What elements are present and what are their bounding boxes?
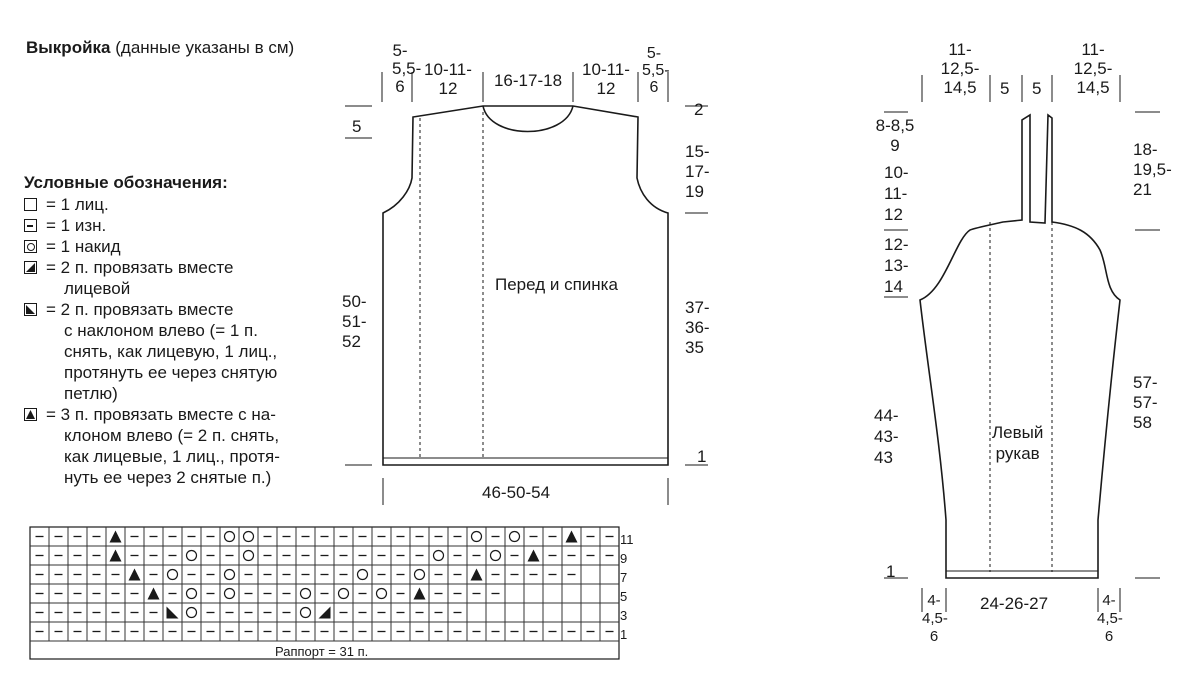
neckline	[482, 105, 574, 133]
body-top-seg-1: 5-5,5-6	[392, 41, 422, 96]
chart-repeat-label: Раппорт = 31 п.	[275, 644, 369, 659]
yarn-over-stitch	[375, 587, 388, 600]
yarn-over-stitch	[223, 530, 236, 543]
yarn-over-stitch	[223, 568, 236, 581]
purl-dash-icon	[24, 219, 37, 232]
legend-item-text: клоном влево (= 2 п. снять,	[64, 426, 280, 445]
stitch-chart	[29, 526, 620, 660]
body-armhole-height: 15-17-19	[685, 142, 710, 201]
legend-item: = 1 лиц.	[24, 194, 280, 215]
yarn-over-stitch	[470, 530, 483, 543]
sleeve-top-seg-4: 11-12,5-14,5	[1073, 40, 1113, 97]
sleeve-top-seg-3: 5	[1032, 79, 1042, 98]
legend-item-text: петлю)	[64, 384, 118, 403]
body-top-mark: 2	[694, 100, 704, 119]
knit-square-icon	[24, 198, 37, 211]
sleeve-left-d: 44-43-43	[874, 406, 899, 467]
sleeve-bottom-right: 4-4,5-6	[1097, 592, 1123, 645]
legend-item: = 1 накид	[24, 236, 280, 257]
sk2p-stitch	[128, 568, 141, 581]
legend-item-text: как лицевые, 1 лиц., протя-	[64, 447, 280, 466]
sk2p-triangle-icon	[24, 408, 37, 421]
legend-item-text: лицевой	[64, 279, 131, 298]
sk2p-stitch	[413, 587, 426, 600]
legend-item: = 1 изн.	[24, 215, 280, 236]
yarn-over-circle-icon	[24, 240, 37, 253]
legend-item-text: = 3 п. провязать вместе с на-	[46, 405, 276, 424]
legend-item: = 2 п. провязать вместе с наклоном влево …	[24, 299, 280, 404]
legend-item: = 3 п. провязать вместе с на-клоном влев…	[24, 404, 280, 488]
body-hem-mark: 1	[697, 447, 707, 466]
legend: Условные обозначения: = 1 лиц. = 1 изн. = …	[24, 172, 280, 488]
pattern-title-bold: Выкройка	[26, 38, 111, 57]
legend-item-text: протянуть ее через снятую	[64, 363, 278, 382]
sleeve-left-c: 12-13-14	[884, 235, 909, 296]
sleeve-bottom-left: 4-4,5-6	[922, 592, 948, 645]
yarn-over-stitch	[242, 549, 255, 562]
legend-list: = 1 лиц.= 1 изн.= 1 накид= 2 п. провязат…	[24, 194, 280, 488]
yarn-over-stitch	[337, 587, 350, 600]
k2tog-triangle-icon	[24, 261, 37, 274]
yarn-over-stitch	[299, 606, 312, 619]
yarn-over-stitch	[166, 568, 179, 581]
legend-item-text: с наклоном влево (= 1 п.	[64, 321, 258, 340]
sleeve-outline	[919, 113, 1121, 579]
body-label: Перед и спинка	[495, 275, 618, 294]
legend-item-text: = 1 лиц.	[46, 195, 109, 214]
sk2p-stitch	[109, 530, 122, 543]
body-top-seg-2: 10-11-12	[424, 60, 472, 98]
sleeve-left-b: 10-11-12	[884, 163, 909, 224]
sleeve-width: 24-26-27	[980, 594, 1049, 613]
yarn-over-stitch	[299, 587, 312, 600]
ssk-triangle-icon	[24, 303, 37, 316]
legend-item-text: = 1 накид	[46, 237, 121, 256]
sleeve-right-a: 18-19,5-21	[1133, 140, 1172, 199]
yarn-over-stitch	[223, 587, 236, 600]
body-width: 46-50-54	[482, 483, 551, 502]
body-top-seg-4: 10-11-12	[582, 60, 630, 98]
chart-frame	[29, 526, 620, 660]
yarn-over-stitch	[508, 530, 521, 543]
k2tog-stitch	[318, 606, 331, 619]
legend-item-text: нуть ее через 2 снятые п.)	[64, 468, 272, 487]
body-shoulder-drop: 5	[352, 117, 362, 136]
sleeve-right-b: 57-57-58	[1133, 373, 1158, 432]
body-side-length: 37-36-35	[685, 298, 710, 357]
yarn-over-stitch	[413, 568, 426, 581]
pattern-title-note: (данные указаны в см)	[115, 38, 295, 57]
sk2p-stitch	[565, 530, 578, 543]
sk2p-stitch	[527, 549, 540, 562]
legend-item-text: = 1 изн.	[46, 216, 107, 235]
ssk-stitch	[166, 606, 179, 619]
sleeve-cuff-mark: 1	[886, 562, 896, 581]
legend-item-text: = 2 п. провязать вместе	[46, 258, 234, 277]
legend-item-text: снять, как лицевую, 1 лиц.,	[64, 342, 278, 361]
legend-title: Условные обозначения:	[24, 173, 228, 192]
yarn-over-stitch	[242, 530, 255, 543]
body-top-seg-5: 5-5,5-6	[642, 45, 670, 96]
yarn-over-stitch	[185, 549, 198, 562]
pattern-title: Выкройка (данные указаны в см)	[26, 38, 294, 58]
sleeve-top-seg-1: 11-12,5-14,5	[940, 40, 980, 97]
body-top-seg-3: 16-17-18	[493, 71, 563, 90]
yarn-over-stitch	[185, 606, 198, 619]
sk2p-stitch	[109, 549, 122, 562]
sleeve-top-seg-2: 5	[1000, 79, 1010, 98]
body-total-length: 50-51-52	[342, 292, 367, 351]
legend-item: = 2 п. провязать вместе лицевой	[24, 257, 280, 299]
sk2p-stitch	[470, 568, 483, 581]
sk2p-stitch	[147, 587, 160, 600]
yarn-over-stitch	[185, 587, 198, 600]
yarn-over-stitch	[489, 549, 502, 562]
yarn-over-stitch	[432, 549, 445, 562]
legend-item-text: = 2 п. провязать вместе	[46, 300, 234, 319]
yarn-over-stitch	[356, 568, 369, 581]
